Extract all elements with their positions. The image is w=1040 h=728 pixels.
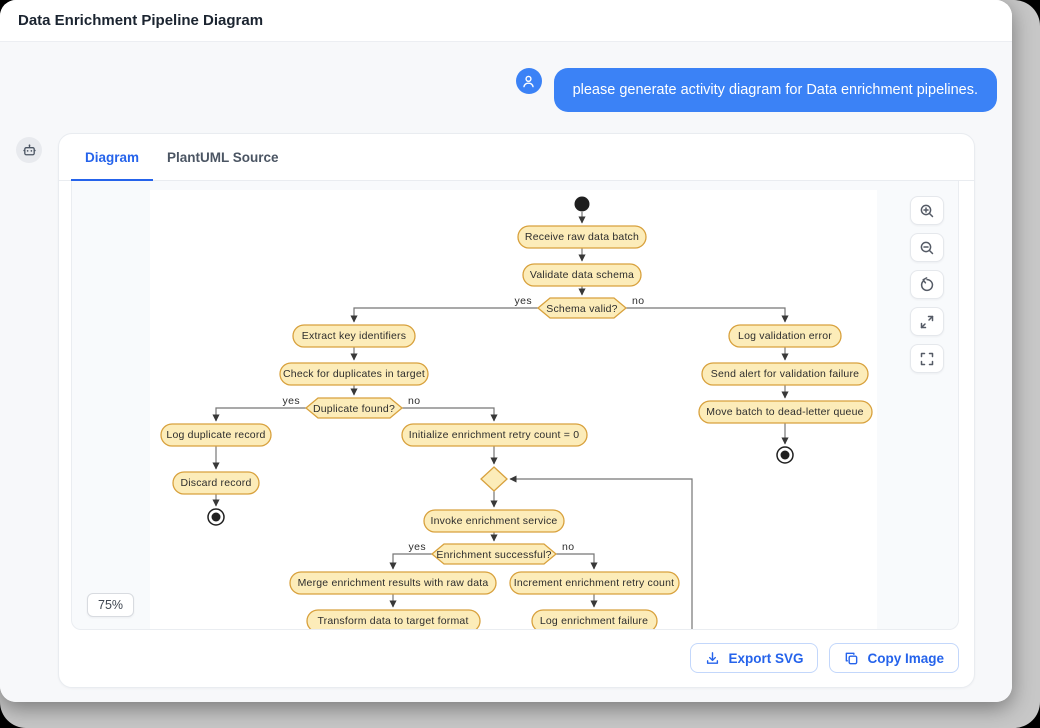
activity-node-increment-retry: Increment enrichment retry count [509,571,680,595]
expand-arrows-icon [920,315,934,328]
activity-node-transform: Transform data to target format [306,609,481,629]
activity-node-log-duplicate: Log duplicate record [160,423,272,447]
end-node-duplicate-branch [207,508,225,526]
tab-plantuml-source-label: PlantUML Source [167,149,279,165]
assistant-response-row: Diagram PlantUML Source [0,112,1012,688]
robot-icon [22,143,36,155]
zoom-in-icon [920,204,934,217]
activity-node-discard: Discard record [172,471,260,495]
svg-text:Validate data schema: Validate data schema [530,269,634,281]
app-header: Data Enrichment Pipeline Diagram [0,0,1012,42]
svg-text:Initialize enrichment retry co: Initialize enrichment retry count = 0 [409,429,580,441]
activity-node-log-validation-error: Log validation error [728,324,842,348]
activity-node-log-failure: Log enrichment failure [531,609,658,629]
decision-schema-valid: Schema valid? [536,297,628,319]
diagram-viewport[interactable]: yes no yes no yes no [71,181,959,630]
tab-diagram-label: Diagram [85,149,140,165]
tab-bar: Diagram PlantUML Source [59,134,974,181]
svg-text:Send alert for validation fail: Send alert for validation failure [711,368,859,380]
svg-text:Receive raw data batch: Receive raw data batch [525,231,639,243]
reset-icon [920,276,934,291]
svg-text:Invoke enrichment service: Invoke enrichment service [431,515,558,527]
merge-diamond [480,466,508,492]
zoom-controls [910,196,944,373]
fullscreen-button[interactable] [910,344,944,373]
export-svg-label: Export SVG [728,650,804,666]
app-window: Data Enrichment Pipeline Diagram please … [0,0,1012,702]
svg-text:Log enrichment failure: Log enrichment failure [540,615,648,627]
zoom-level-badge: 75% [87,593,135,617]
activity-node-receive: Receive raw data batch [517,225,647,249]
guard-no: no [562,541,574,553]
end-node-validation-branch [776,446,794,464]
decision-enrichment-successful: Enrichment successful? [430,543,558,565]
fullscreen-icon [920,352,934,365]
export-svg-button[interactable]: Export SVG [690,643,819,673]
svg-text:Move batch to dead-letter queu: Move batch to dead-letter queue [706,406,863,418]
copy-icon [846,652,858,664]
activity-diagram: yes no yes no yes no [160,196,873,629]
user-message-row: please generate activity diagram for Dat… [0,42,1012,112]
user-message-bubble: please generate activity diagram for Dat… [553,68,997,112]
activity-node-invoke: Invoke enrichment service [423,509,565,533]
decision-duplicate-found: Duplicate found? [304,397,404,419]
activity-node-send-alert: Send alert for validation failure [701,362,869,386]
activity-node-dead-letter: Move batch to dead-letter queue [698,400,873,424]
copy-image-label: Copy Image [867,650,944,666]
expand-button[interactable] [910,307,944,336]
tab-diagram[interactable]: Diagram [71,134,154,181]
svg-text:Log duplicate record: Log duplicate record [166,429,265,441]
guard-yes: yes [408,541,426,553]
svg-text:Merge enrichment results with: Merge enrichment results with raw data [298,577,489,589]
zoom-out-icon [920,241,934,254]
zoom-in-button[interactable] [910,196,944,225]
guard-no: no [632,295,644,307]
svg-text:Schema valid?: Schema valid? [546,303,617,315]
page-title: Data Enrichment Pipeline Diagram [18,12,264,29]
bot-avatar [16,137,42,163]
guard-yes: yes [282,395,300,407]
svg-text:Discard record: Discard record [180,477,251,489]
activity-node-merge-results: Merge enrichment results with raw data [289,571,497,595]
tab-plantuml-source[interactable]: PlantUML Source [153,134,293,180]
svg-text:Enrichment successful?: Enrichment successful? [436,549,551,561]
start-node [574,196,590,212]
svg-text:Check for duplicates in target: Check for duplicates in target [283,368,425,380]
svg-text:Transform data to target forma: Transform data to target format [317,615,468,627]
guard-labels: yes no yes no yes no [282,295,644,553]
activity-node-init-retry: Initialize enrichment retry count = 0 [401,423,588,447]
diagram-canvas: yes no yes no yes no [150,190,877,629]
svg-text:Increment enrichment retry cou: Increment enrichment retry count [514,577,674,589]
activity-node-validate: Validate data schema [522,263,642,287]
guard-yes: yes [514,295,532,307]
activity-node-check-duplicates: Check for duplicates in target [279,362,429,386]
diagram-card: Diagram PlantUML Source [58,133,975,688]
svg-text:Log validation error: Log validation error [738,330,832,342]
reset-view-button[interactable] [910,270,944,299]
diagram-edges [212,212,789,629]
main-area: please generate activity diagram for Dat… [0,42,1012,702]
zoom-out-button[interactable] [910,233,944,262]
person-icon [523,75,534,87]
svg-text:Extract key identifiers: Extract key identifiers [302,330,406,342]
svg-text:Duplicate found?: Duplicate found? [313,403,395,415]
download-icon [707,651,719,664]
guard-no: no [408,395,420,407]
activity-node-extract: Extract key identifiers [292,324,416,348]
user-avatar [515,68,542,94]
copy-image-button[interactable]: Copy Image [829,643,959,673]
card-footer: Export SVG Copy Image [59,630,974,687]
